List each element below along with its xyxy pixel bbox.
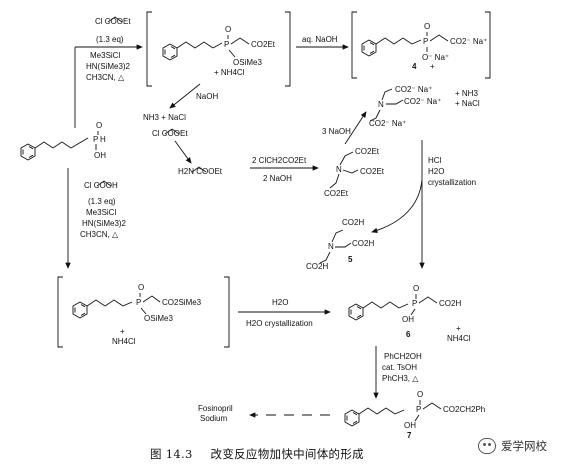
left-reagent-1: (1.3 eq) <box>88 197 116 206</box>
crystallization-label: crystallization <box>428 178 476 187</box>
silyl-osime3: OSiMe3 <box>233 58 262 67</box>
acid5-g3: CO2H <box>306 262 328 271</box>
bis-nh4cl: NH4Cl <box>112 337 136 346</box>
start-h: H <box>100 135 106 144</box>
silyl-nh4cl: + NH4Cl <box>214 68 245 77</box>
acid5-g1: CO2H <box>342 218 364 227</box>
start-o: O <box>96 121 102 130</box>
acid6-o: O <box>413 284 419 293</box>
trisodium-g2: CO2⁻ Na⁺ <box>404 97 441 106</box>
left-reagent-2: Me3SiCl <box>86 208 116 217</box>
triester: N CO2Et CO2Et CO2Et <box>324 147 385 198</box>
triester-g2: CO2Et <box>360 167 385 176</box>
figure-caption: 图 14.3 改变反应物加快中间体的形成 <box>150 446 378 462</box>
compound-7-number: 7 <box>407 431 412 440</box>
bis-plus: + <box>120 327 125 336</box>
compound-4-number: 4 <box>412 62 417 71</box>
top-chloroacetate: Cl COOEt <box>95 17 131 26</box>
bis-silyl-intermediate: O P CO2SiMe3 OSiMe3 + NH4Cl <box>57 276 230 348</box>
ester7-o: O <box>417 390 423 399</box>
top-reagent-2: Me3SiCl <box>90 51 120 60</box>
acid5-g2: CO2H <box>352 239 374 248</box>
acid6-nh4cl: NH4Cl <box>447 334 471 343</box>
salt4-o: O <box>424 22 430 31</box>
byproduct-nh3: + NH3 <box>455 89 478 98</box>
starting-phosphinic-acid: O P H OH <box>20 121 106 161</box>
nh3-nacl-label: NH3 + NaCl <box>143 113 186 122</box>
acid6-oh: OH <box>402 315 414 324</box>
salt4-carboxylate: CO2⁻ Na⁺ <box>450 37 487 46</box>
ester7-p: P <box>416 405 421 414</box>
glycinate: H2N COOEt <box>178 167 223 176</box>
naoh-3-label: 3 NaOH <box>322 127 351 136</box>
acid6-co2h: CO2H <box>439 299 461 308</box>
ester-reagent-2: cat. TsOH <box>382 363 417 372</box>
silyl-ester-intermediate: O P CO2Et OSiMe3 + NH4Cl <box>146 11 291 87</box>
acid6-plus: + <box>456 324 461 333</box>
trisodium-salt: N CO2⁻ Na⁺ CO2⁻ Na⁺ CO2⁻ Na⁺ + NH3 + NaC… <box>369 85 480 128</box>
top-reagent-3: HN(SiMe3)2 <box>86 62 131 71</box>
caption-text: 改变反应物加快中间体的形成 <box>210 447 364 461</box>
disodium-salt-4: O P CO2⁻ Na⁺ O⁻ Na⁺ 4 + <box>351 11 491 79</box>
compound-5-number: 5 <box>348 255 353 264</box>
triester-g3: CO2Et <box>324 189 349 198</box>
ester7-oh: OH <box>404 421 416 430</box>
silyl-co2et: CO2Et <box>251 40 276 49</box>
triester-n: N <box>336 165 342 174</box>
ester-7: O P CO2CH2Ph OH 7 <box>344 390 485 440</box>
salt4-p: P <box>423 37 428 46</box>
salt4-plus: + <box>430 62 435 71</box>
caption-number: 图 14.3 <box>150 447 193 461</box>
acid-5: N CO2H CO2H CO2H 5 <box>306 218 374 271</box>
watermark: 爱学网校 <box>478 438 547 454</box>
clch2co2et-label: 2 ClCH2CO2Et <box>252 156 307 165</box>
silyl-p: P <box>224 40 229 49</box>
ester-reagent-1: PhCH2OH <box>384 352 422 361</box>
bis-o: O <box>138 283 144 292</box>
trisodium-g1: CO2⁻ Na⁺ <box>395 85 432 94</box>
silyl-o: O <box>225 25 231 34</box>
top-reagent-4: CH3CN, △ <box>86 73 125 82</box>
h2o-label: H2O <box>272 298 288 307</box>
start-p: P <box>93 135 98 144</box>
chat-bubble-icon <box>478 438 496 454</box>
salt4-ominus: O⁻ Na⁺ <box>422 53 449 62</box>
left-reagent-4: CH3CN, △ <box>80 230 119 239</box>
ester7-co2ch2ph: CO2CH2Ph <box>443 405 485 414</box>
h2o-label-hcl: H2O <box>428 167 444 176</box>
left-chloroacetic: Cl COOH <box>84 181 118 190</box>
trisodium-n: N <box>378 100 384 109</box>
acid5-n: N <box>328 242 334 251</box>
bis-osime3: OSiMe3 <box>144 314 173 323</box>
watermark-text: 爱学网校 <box>501 439 547 453</box>
top-reagent-1: (1.3 eq) <box>96 35 124 44</box>
byproduct-nacl: + NaCl <box>455 99 480 108</box>
triester-g1: CO2Et <box>355 147 380 156</box>
acid-6: O P CO2H OH 6 + NH4Cl <box>348 284 471 343</box>
product-line-2: Sodium <box>200 414 227 423</box>
compound-6-number: 6 <box>406 330 411 339</box>
product-line-1: Fosinopril <box>198 404 233 413</box>
naoh-2-label: 2 NaOH <box>263 174 292 183</box>
h2o-cryst-label: H2O crystallization <box>246 319 313 328</box>
acid6-p: P <box>412 299 417 308</box>
naoh-1-label: NaOH <box>196 92 218 101</box>
aq-naoh-label: aq. NaOH <box>302 35 338 44</box>
bis-co2sime3: CO2SiMe3 <box>162 298 202 307</box>
ester-reagent-3: PhCH3, △ <box>382 374 419 383</box>
trisodium-g3: CO2⁻ Na⁺ <box>369 119 406 128</box>
mid-chloroacetate: Cl COOEt <box>152 129 188 138</box>
hcl-label: HCl <box>428 156 442 165</box>
start-oh: OH <box>94 151 106 160</box>
left-reagent-3: HN(SiMe3)2 <box>82 219 127 228</box>
reaction-scheme: O P H OH Cl COOEt (1.3 eq) Me3SiCl HN(Si… <box>20 11 491 440</box>
bis-p: P <box>136 298 141 307</box>
